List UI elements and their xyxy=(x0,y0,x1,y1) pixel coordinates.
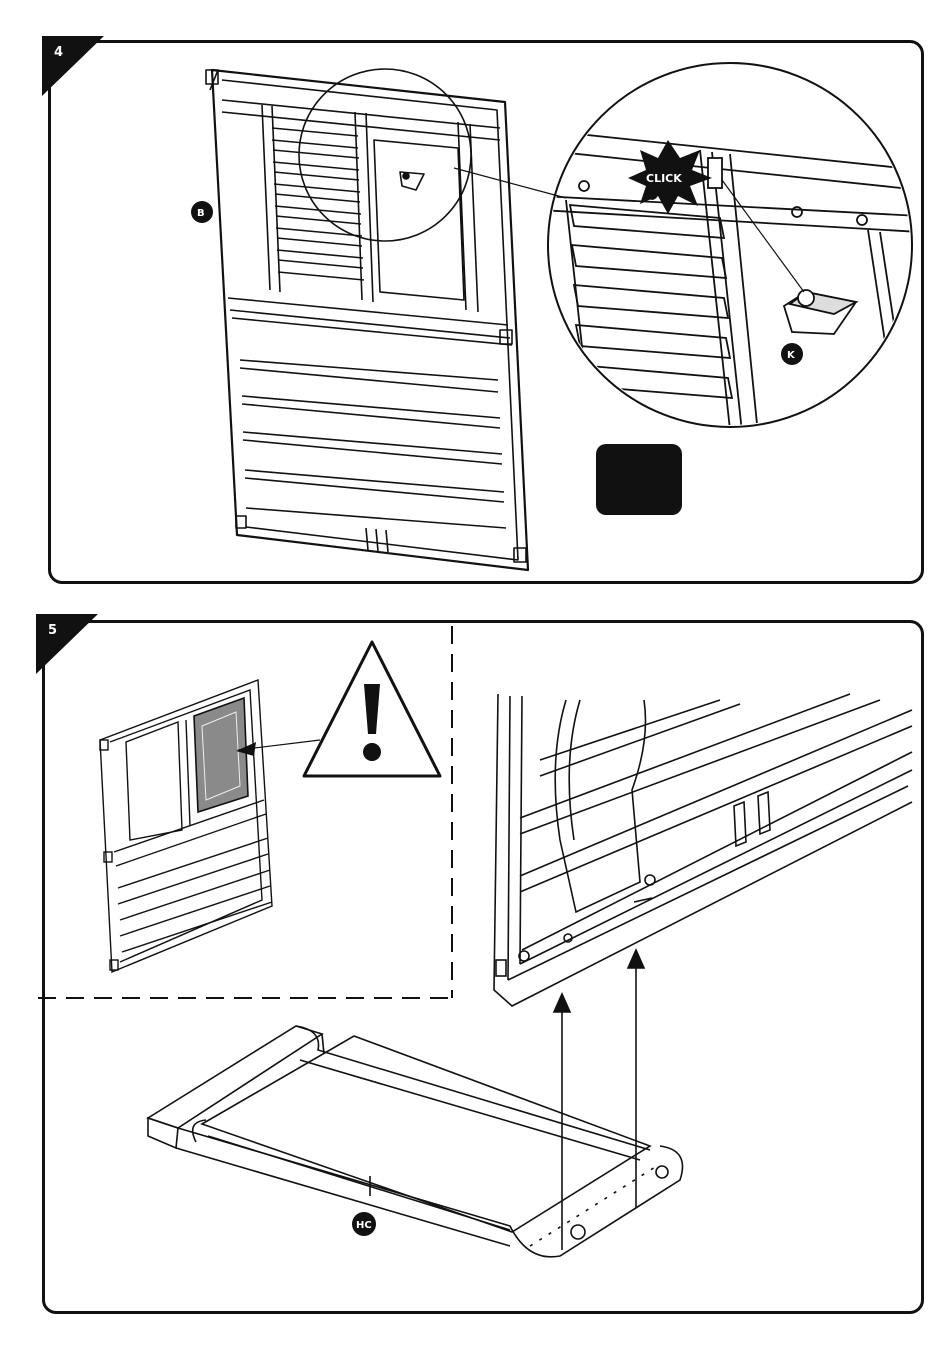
step-5-illustration: HC xyxy=(0,600,950,1353)
click-burst-icon: CLICK xyxy=(628,140,712,214)
part-b-badge: B xyxy=(191,201,213,223)
redacted-block xyxy=(596,444,682,515)
part-hc-badge: HC xyxy=(352,1212,376,1236)
lower-boards xyxy=(240,360,506,528)
part-k-badge: K xyxy=(781,343,803,365)
svg-text:B: B xyxy=(197,208,205,219)
zoom-detail-circle xyxy=(548,63,912,427)
louvre-slats xyxy=(272,128,364,280)
svg-text:K: K xyxy=(787,350,796,361)
step-4-illustration: CLICK B K xyxy=(0,0,950,600)
door-bottom-detail xyxy=(494,694,912,1006)
highlighted-shutter-panel xyxy=(194,698,248,812)
inset-door xyxy=(100,680,272,972)
click-label: CLICK xyxy=(646,172,682,185)
svg-text:HC: HC xyxy=(356,1220,372,1231)
warning-triangle-icon xyxy=(304,642,440,776)
base-tray-hc xyxy=(148,1026,683,1257)
zoom-louvres xyxy=(566,200,732,420)
